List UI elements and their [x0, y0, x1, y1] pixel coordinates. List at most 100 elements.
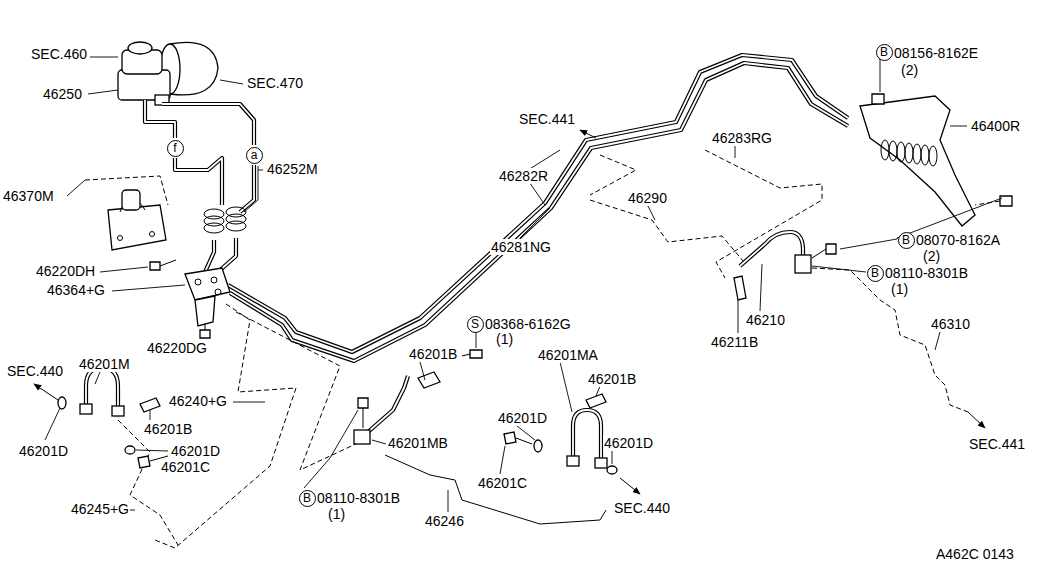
circled-letter: B: [867, 265, 884, 282]
part-number: 08368-6162G: [484, 316, 572, 332]
part-number: 08156-8162E: [893, 45, 979, 61]
junction-block: [195, 296, 215, 326]
section-reference: SEC.460: [30, 46, 88, 62]
part-number: 46201D: [18, 443, 69, 459]
drawing-number: A462C 0143: [935, 546, 1015, 562]
brake-hose: [516, 438, 532, 444]
part-number: 46364+G: [46, 282, 106, 298]
circled-letter-text: a: [251, 149, 258, 161]
circled-letter-text: B: [902, 234, 910, 246]
section-reference: SEC.470: [246, 75, 304, 91]
part-number: 46400R: [970, 118, 1021, 134]
brake-hose: [534, 440, 542, 452]
pipe-coil: [204, 223, 224, 233]
leader-line: [735, 146, 736, 158]
brake-hose: [504, 432, 516, 444]
brake-hose: [470, 350, 482, 358]
leader-line: [100, 267, 148, 272]
rear-brake-hose: [812, 249, 826, 258]
leader-line: [90, 57, 118, 58]
pipe-coil: [226, 221, 246, 231]
bolt: [205, 324, 206, 330]
brake-pipe: [205, 240, 214, 272]
brake-hose: [573, 410, 601, 462]
brake-pipe: [175, 158, 222, 205]
quantity-note: (2): [900, 62, 919, 78]
circled-letter-text: B: [303, 492, 311, 504]
rear-brake-hose: [740, 232, 803, 266]
part-number: 46201C: [160, 459, 211, 475]
leader-line: [760, 264, 762, 311]
junction-block: [215, 289, 221, 295]
rear-bracket: [872, 94, 884, 104]
rear-brake-hose: [812, 268, 968, 412]
mounting-bracket: [85, 176, 168, 205]
circled-letter: B: [876, 44, 893, 61]
rear-bracket: [913, 144, 921, 164]
brake-pipe: [162, 104, 254, 145]
leader-line: [136, 450, 168, 451]
part-number: 46290: [627, 190, 668, 206]
part-number: 46250: [42, 86, 83, 102]
junction-block: [185, 268, 230, 326]
dashed-pipe: [705, 150, 822, 278]
brake-hose: [138, 456, 150, 468]
rear-brake-hose: [968, 412, 985, 428]
junction-block: [185, 268, 230, 300]
leader-line: [500, 446, 505, 474]
dashed-pipe: [590, 155, 636, 195]
mounting-bracket: [108, 205, 166, 250]
rear-bracket: [921, 145, 929, 165]
brake-hose: [620, 478, 640, 494]
leader-line: [476, 331, 477, 348]
circled-letter-text: S: [471, 318, 479, 330]
part-number: 46211B: [710, 334, 759, 350]
leader-line: [220, 80, 243, 84]
leader-line: [738, 300, 739, 333]
circled-letter: a: [246, 147, 263, 164]
part-number: 46220DH: [35, 263, 96, 279]
rear-brake-hose: [734, 232, 985, 428]
junction-block: [211, 277, 217, 283]
leader-line: [596, 386, 600, 396]
part-number: 46201MB: [387, 435, 449, 451]
quantity-note: (1): [327, 506, 346, 522]
bolt: [150, 262, 160, 270]
brake-pipe: [230, 63, 848, 361]
part-number: 08070-8162A: [915, 232, 1001, 248]
brake-hose: [385, 455, 606, 524]
leader-line: [560, 362, 572, 412]
brake-hose: [368, 376, 408, 432]
part-number: 46252M: [266, 161, 319, 177]
brake-hose: [586, 394, 606, 408]
brake-hose: [140, 398, 160, 412]
section-arrow: [580, 130, 596, 138]
rear-bracket: [929, 146, 937, 166]
leader-line: [88, 90, 118, 94]
leader-line: [420, 362, 425, 380]
circled-letter: B: [898, 232, 915, 249]
leader-line: [950, 126, 967, 127]
bolt: [150, 260, 210, 338]
section-reference: SEC.441: [968, 436, 1026, 452]
circled-letter-text: f: [173, 142, 176, 154]
quantity-note: (1): [495, 331, 514, 347]
brake-hose: [418, 372, 440, 388]
leader-line: [233, 402, 265, 403]
brake-hose: [607, 466, 617, 474]
bolt: [160, 260, 176, 266]
section-reference: SEC.440: [613, 500, 671, 516]
rear-bracket: [975, 201, 1000, 205]
rear-bracket: [889, 141, 897, 161]
mounting-bracket: [122, 190, 140, 210]
master-cylinder: [118, 42, 218, 105]
pipe-coil: [204, 207, 246, 233]
part-number: 46281NG: [490, 239, 552, 255]
leader-line: [372, 440, 386, 444]
brake-pipe: [230, 63, 848, 361]
part-number: 46282R: [498, 168, 549, 184]
part-number: 46245+G: [70, 501, 130, 517]
leader-line: [95, 372, 100, 384]
brake-hose: [58, 397, 66, 409]
part-number: 08110-8301B: [884, 265, 969, 281]
